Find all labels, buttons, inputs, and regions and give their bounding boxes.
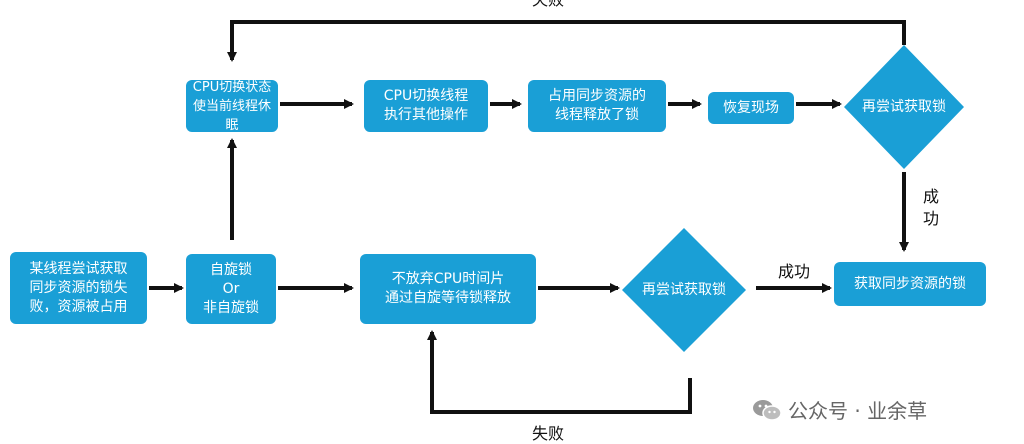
edge-label-success-vertical: 成 功	[922, 187, 939, 228]
edge-label-success-horizontal: 成功	[777, 262, 810, 281]
arrow-fail-loop-bottom	[427, 330, 692, 414]
node-cpu-switch-thread: CPU切换线程 执行其他操作	[364, 80, 488, 132]
node-retry-top-label: 再尝试获取锁	[862, 99, 946, 115]
watermark-text: 公众号 · 业余草	[788, 399, 928, 423]
node-cpu-switch-state: CPU切换状态 使当前线程休眠	[186, 80, 278, 133]
edge-label-fail-bottom: 失败	[531, 424, 564, 443]
decision-diamond-retry-top	[844, 45, 964, 169]
node-acquired: 获取同步资源的锁	[834, 262, 986, 306]
watermark: 公众号 · 业余草	[752, 395, 927, 424]
node-holder-release: 占用同步资源的 线程释放了锁	[528, 80, 666, 132]
decision-diamond-retry-bottom	[622, 228, 746, 352]
flowchart	[149, 20, 964, 414]
wechat-icon	[753, 399, 782, 421]
node-start: 某线程尝试获取 同步资源的锁失 败，资源被占用	[10, 252, 147, 324]
node-retry-bottom-label: 再尝试获取锁	[642, 282, 726, 298]
node-restore: 恢复现场	[708, 92, 794, 124]
node-spin-choice: 自旋锁 Or 非自旋锁	[186, 254, 276, 324]
edge-label-fail-top: 失败	[528, 0, 568, 10]
arrow-fail-loop-top	[227, 20, 906, 62]
node-keep-cpu: 不放弃CPU时间片 通过自旋等待锁释放	[360, 254, 536, 324]
